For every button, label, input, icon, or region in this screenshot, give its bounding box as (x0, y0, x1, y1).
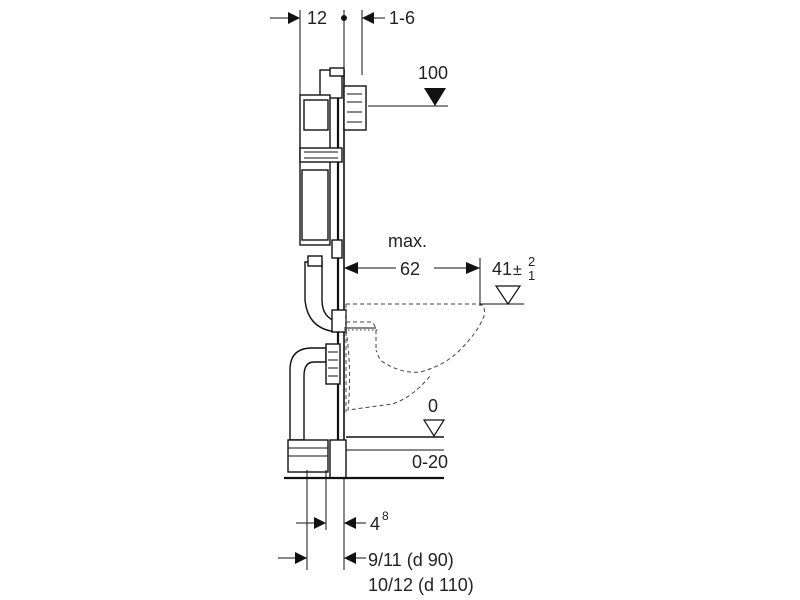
label-tol-minus: 1 (528, 268, 535, 283)
wc-bowl-outline (345, 303, 485, 412)
floor-range: 0-20 (284, 449, 448, 480)
label-tol-plus: 2 (528, 254, 535, 269)
dim-1-6: 1-6 (389, 8, 415, 28)
top-dimension: 12 1-6 (270, 8, 415, 95)
arrow-left-icon (344, 552, 356, 564)
level-triangle-outline-icon (422, 419, 446, 438)
level-triangle-filled-icon (424, 88, 446, 106)
depth-dimension: max. 62 (344, 231, 481, 306)
label-100: 100 (418, 63, 448, 83)
floor-level-marker: 0 (346, 396, 446, 438)
arrow-left-icon (344, 262, 358, 274)
bottom-dimensions: 4 8 9/11 (d 90) 10/12 (d 110) (278, 470, 474, 595)
label-0-20: 0-20 (412, 452, 448, 472)
arrow-left-icon (362, 12, 374, 24)
label-0: 0 (428, 396, 438, 416)
arrow-right-icon (314, 517, 326, 529)
label-max: max. (388, 231, 427, 251)
dim-d110: 10/12 (d 110) (368, 575, 474, 595)
center-dot-icon (341, 15, 347, 21)
level-triangle-outline-icon (494, 285, 522, 306)
dim-8-sup: 8 (382, 509, 389, 523)
dim-d90: 9/11 (d 90) (368, 550, 454, 570)
dim-62: 62 (400, 259, 420, 279)
dim-12: 12 (307, 8, 327, 28)
label-tol-sign: ± (513, 262, 522, 279)
arrow-left-icon (344, 517, 356, 529)
label-41: 41 (492, 259, 512, 279)
installation-frame (287, 67, 378, 479)
seat-height-marker: 41 ± 2 1 (480, 254, 535, 306)
arrow-right-icon (466, 262, 480, 274)
arrow-right-icon (295, 552, 307, 564)
level-100-marker: 100 (368, 63, 448, 107)
dim-4: 4 (370, 514, 380, 534)
arrow-right-icon (288, 12, 300, 24)
